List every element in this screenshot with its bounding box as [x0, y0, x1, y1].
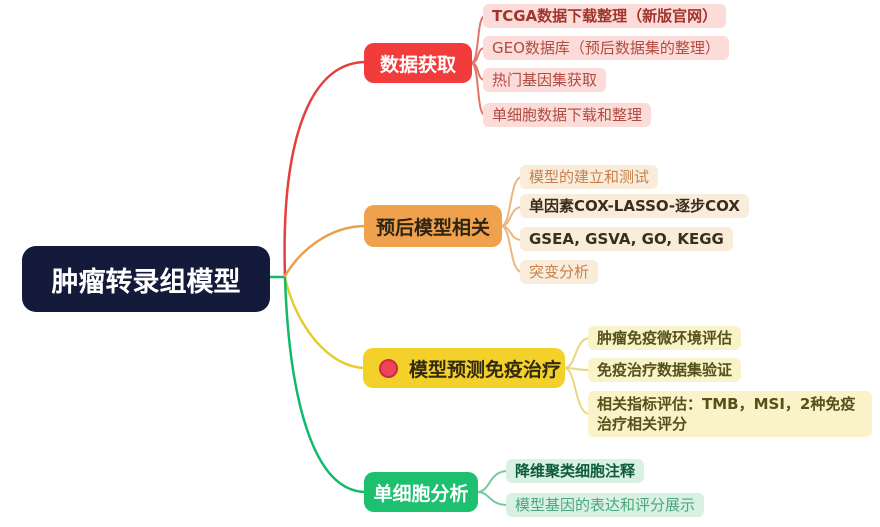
- subtopic-hot-genesets[interactable]: 热门基因集获取: [483, 68, 607, 92]
- branch-topic-prognosis-model[interactable]: 预后模型相关: [364, 205, 502, 247]
- branch-line-singlecell: [283, 276, 368, 494]
- subtopic-cluster-annotation[interactable]: 降维聚类细胞注释: [506, 459, 645, 483]
- child-line: [563, 367, 591, 415]
- branch-line-prognosis: [283, 224, 368, 278]
- subtopic-mutation-analysis[interactable]: 突变分析: [520, 260, 599, 284]
- subtopic-geo-database[interactable]: GEO数据库（预后数据集的整理）: [483, 36, 729, 60]
- branch-line-immune: [283, 276, 368, 370]
- child-line: [470, 62, 486, 116]
- subtopic-gsea-gsva[interactable]: GSEA, GSVA, GO, KEGG: [520, 227, 733, 251]
- branch-topic-label: 模型预测免疫治疗: [409, 358, 562, 381]
- subtopic-immunotherapy-validation[interactable]: 免疫治疗数据集验证: [588, 358, 742, 382]
- child-line: [563, 337, 591, 369]
- subtopic-tumor-microenvironment[interactable]: 肿瘤免疫微环境评估: [588, 326, 742, 350]
- child-line: [476, 470, 509, 493]
- subtopic-indicator-evaluation[interactable]: 相关指标评估：TMB，MSI，2种免疫治疗相关评分: [588, 391, 872, 437]
- subtopic-tcga-download[interactable]: TCGA数据下载整理（新版官网）: [483, 4, 727, 28]
- subtopic-singlecell-download[interactable]: 单细胞数据下载和整理: [483, 103, 652, 127]
- red-circle-icon: [379, 358, 398, 378]
- root-topic[interactable]: 肿瘤转录组模型: [22, 246, 270, 312]
- child-line: [500, 176, 523, 227]
- subtopic-gene-expression-score[interactable]: 模型基因的表达和评分展示: [506, 493, 705, 517]
- branch-topic-data-acquisition[interactable]: 数据获取: [364, 43, 472, 83]
- child-line: [500, 225, 523, 273]
- subtopic-cox-lasso[interactable]: 单因素COX-LASSO-逐步COX: [520, 194, 749, 218]
- branch-topic-single-cell[interactable]: 单细胞分析: [364, 472, 478, 512]
- subtopic-model-build-test[interactable]: 模型的建立和测试: [520, 165, 659, 189]
- branch-topic-immune-therapy[interactable]: 模型预测免疫治疗: [363, 348, 565, 388]
- child-line: [476, 491, 509, 506]
- branch-line-data: [283, 60, 368, 278]
